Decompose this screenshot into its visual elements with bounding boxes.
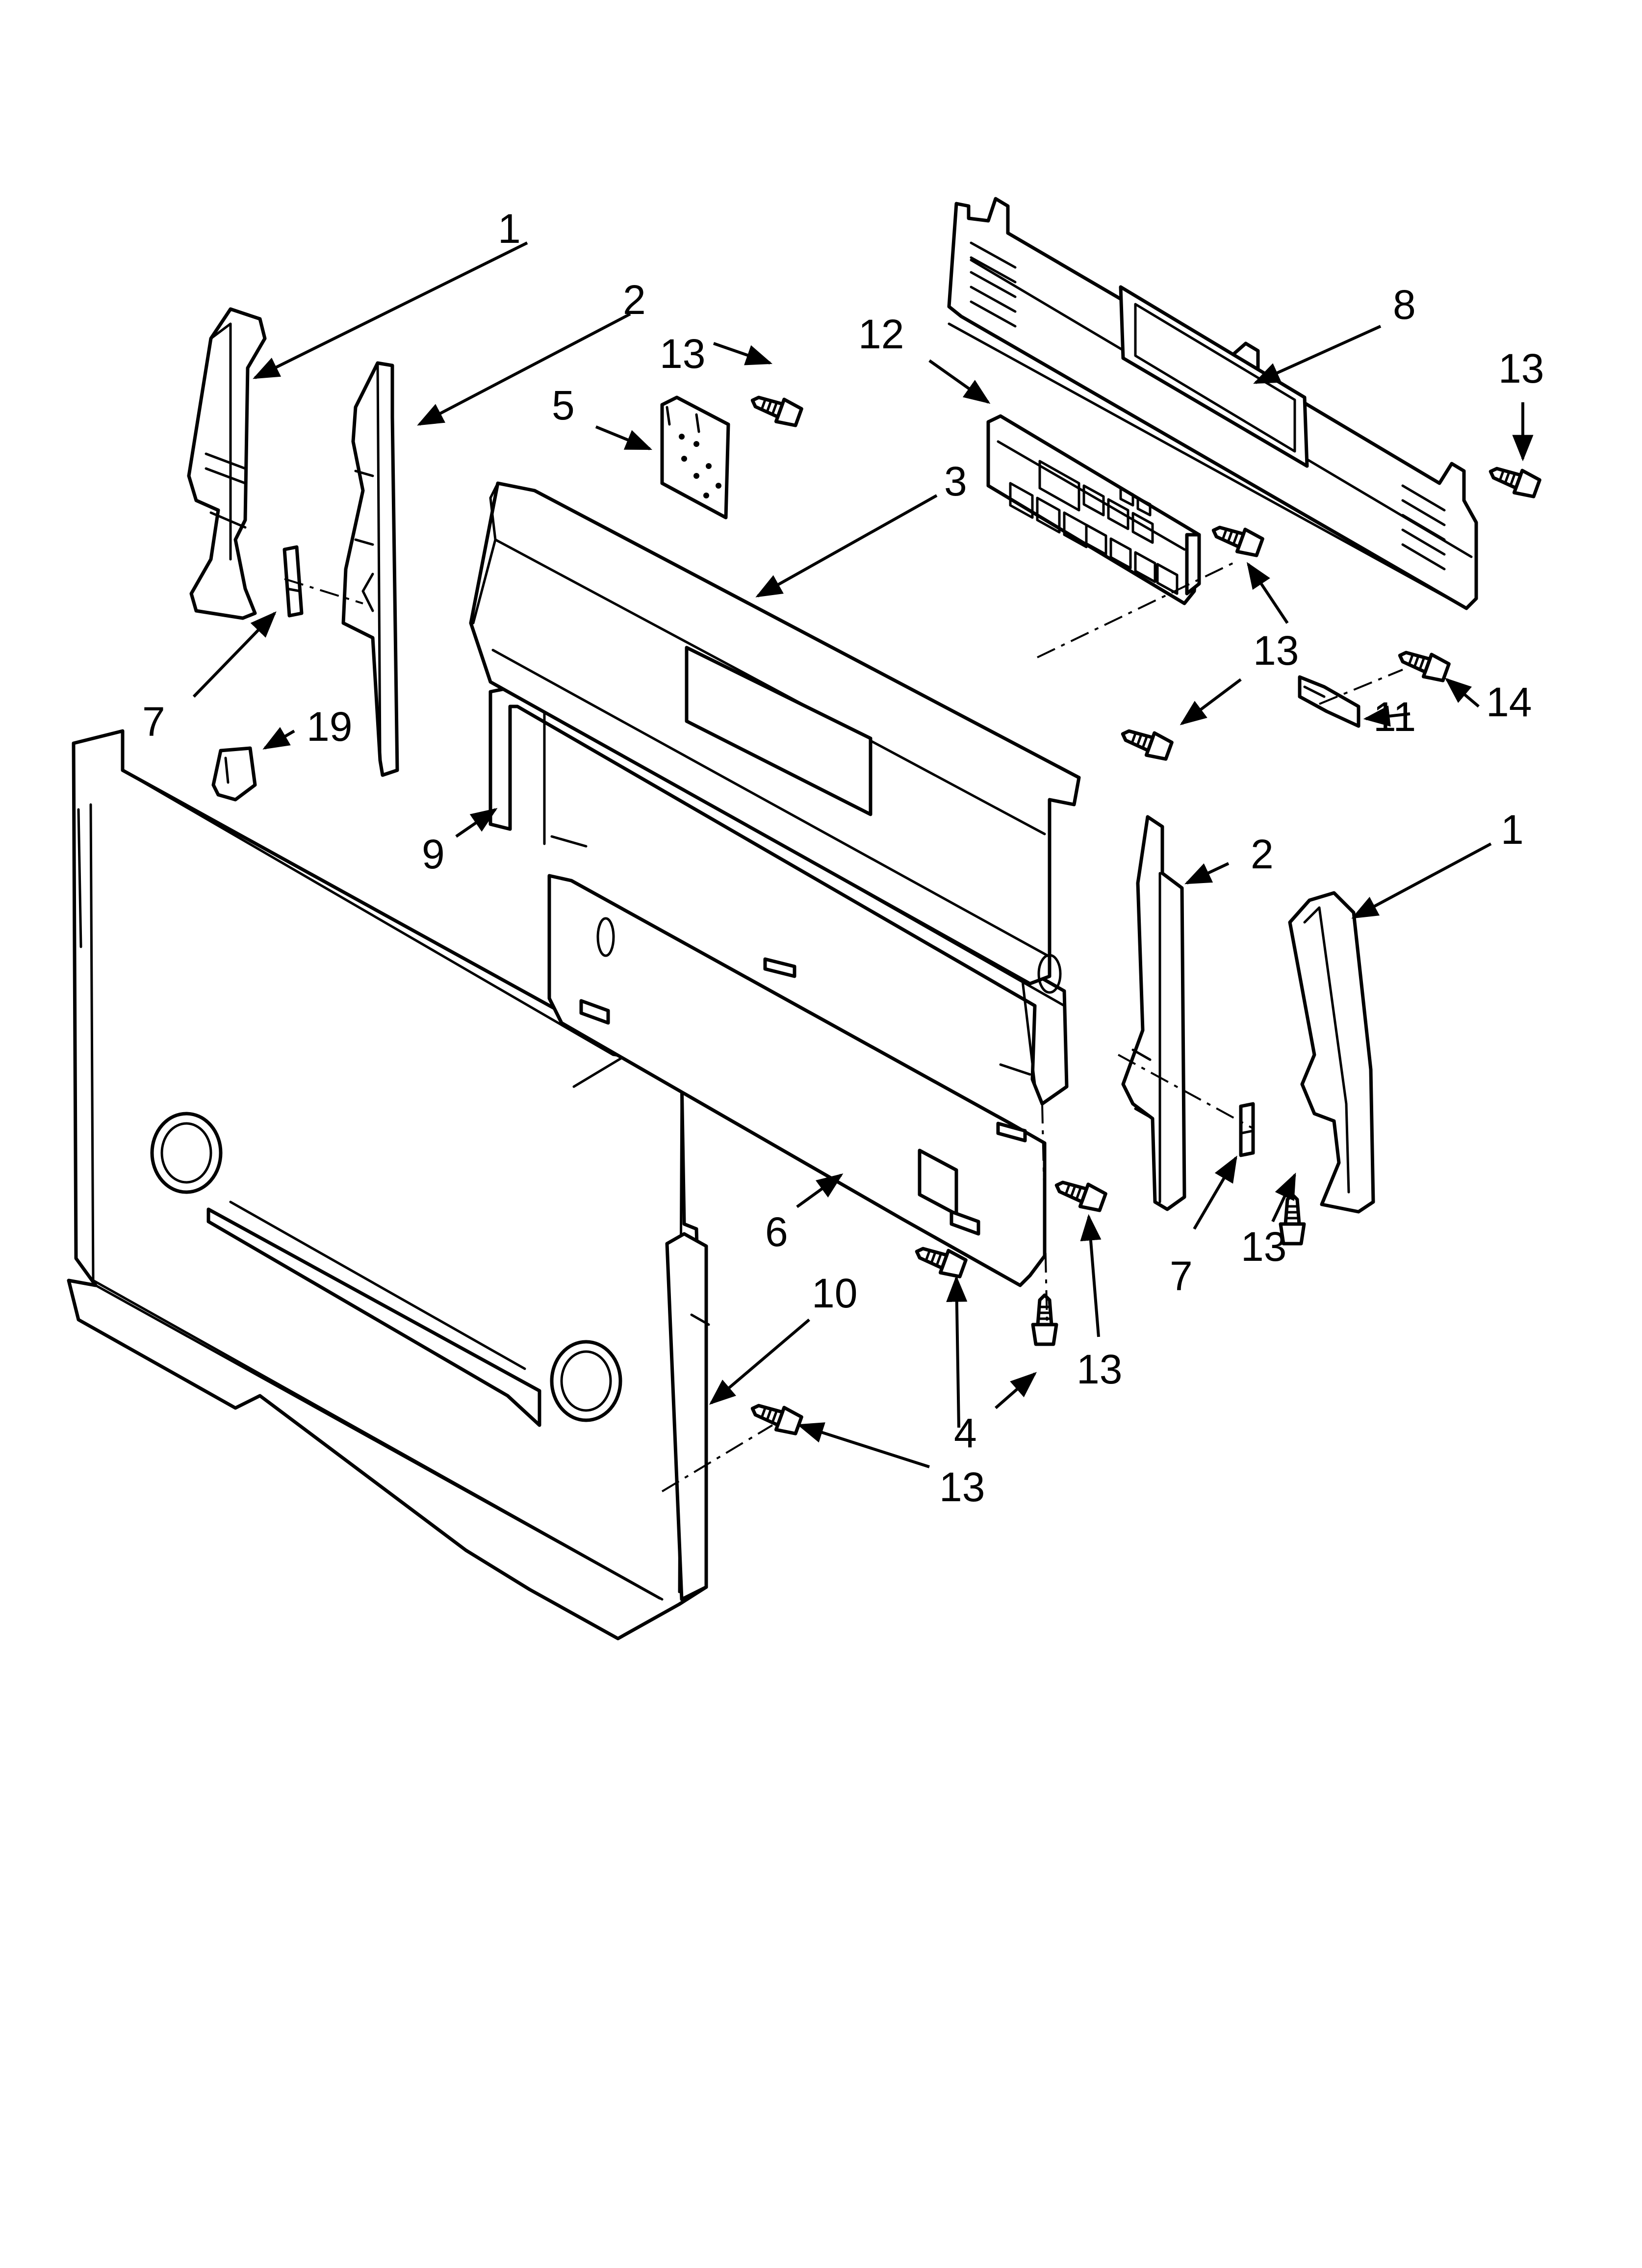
bracket-small-part	[1298, 675, 1360, 728]
callout-3: 3	[944, 458, 967, 504]
callout-4: 4	[954, 1410, 977, 1456]
screw-4	[1119, 723, 1173, 762]
clip-small-part	[211, 746, 257, 802]
control-board-part	[660, 395, 730, 520]
screw-5	[1396, 645, 1450, 683]
callout-13-top: 13	[660, 331, 705, 377]
callout-14: 14	[1486, 679, 1532, 725]
alignment-lines	[284, 561, 1403, 1492]
side-trim-left-part	[187, 307, 267, 620]
callout-7-left: 7	[142, 699, 165, 745]
callout-13-right: 13	[1498, 345, 1544, 391]
callout-2-right: 2	[1251, 831, 1274, 877]
callout-labels: 1 2 13 5 3 12 8 13 13 7 19 13 14 11 9 2 …	[142, 206, 1544, 1510]
callout-5: 5	[552, 382, 575, 428]
screw-3	[1209, 520, 1263, 558]
callout-13-mid: 13	[1253, 627, 1299, 674]
screw-7	[1052, 1174, 1106, 1213]
side-trim-right-part	[1288, 891, 1375, 1214]
screw-2	[1487, 461, 1540, 499]
screw-10	[748, 1398, 802, 1436]
end-cap-bracket-right-part	[1121, 815, 1186, 1211]
callout-13-bottom: 13	[939, 1464, 985, 1510]
shield-part	[547, 874, 1047, 1287]
clip-right-part	[1239, 1102, 1255, 1157]
console-part	[469, 481, 1081, 994]
callout-8: 8	[1393, 282, 1416, 328]
callout-10: 10	[812, 1270, 857, 1316]
callout-13-lower: 13	[1077, 1346, 1122, 1392]
screw-9	[1033, 1295, 1056, 1344]
front-panel-part	[67, 729, 710, 1641]
callout-12: 12	[858, 311, 904, 357]
callout-9: 9	[422, 831, 445, 877]
callout-11: 11	[1373, 694, 1416, 740]
rear-bracket-part	[947, 197, 1478, 610]
callout-19: 19	[307, 704, 352, 750]
callout-13-lower-right: 13	[1241, 1224, 1286, 1270]
control-panel-part	[986, 414, 1201, 605]
callout-6: 6	[765, 1209, 788, 1255]
leader-lines	[192, 241, 1534, 1468]
callout-2-left: 2	[623, 277, 646, 323]
callout-1-right: 1	[1501, 807, 1524, 853]
callout-1-left: 1	[498, 206, 521, 252]
end-cap-bracket-left-part	[341, 361, 399, 777]
screw-1	[748, 390, 802, 428]
callout-7-right: 7	[1170, 1253, 1193, 1299]
